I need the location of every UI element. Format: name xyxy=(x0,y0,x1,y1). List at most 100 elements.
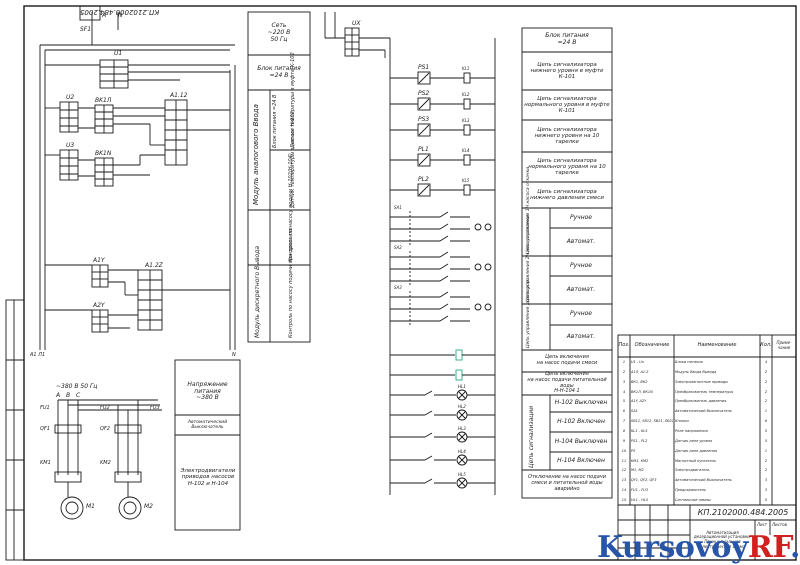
relay-label-4: PL1 xyxy=(418,146,429,153)
motor-m1: M1 xyxy=(86,503,95,510)
spec-cell: Автоматический Выключатель xyxy=(675,478,732,483)
starter-km1: KM1 xyxy=(40,460,51,466)
rt-row-3: Цепь сигнализатора нижнего уровня на 10 … xyxy=(534,126,600,146)
bm-motors: Электродвигатели приводов насосов Н-102 … xyxy=(180,468,236,487)
spec-cell: 2 xyxy=(764,369,768,374)
fuse-fu1: FU1 xyxy=(40,405,50,411)
relay-label-2: PS2 xyxy=(418,90,429,97)
sa-contact xyxy=(439,211,449,218)
spec-cell: ВК1, ВК2 xyxy=(631,379,648,384)
lamp-cross xyxy=(458,391,466,399)
module-a1-2z: A1.2Z xyxy=(145,262,163,269)
bm-voltage: Напряжение питания ~380 В xyxy=(187,380,228,402)
sa-contact xyxy=(439,263,449,270)
spec-cell: KL1 - KL5 xyxy=(631,428,648,433)
rt-sig-row-2: Н-102 Включен xyxy=(557,417,605,425)
label-sf1: SF1 xyxy=(80,26,92,33)
module-a2y: A2Y xyxy=(93,302,105,309)
rt-mode-1-manual: Ручное xyxy=(570,213,592,221)
module-a1y: A1Y xyxy=(93,257,105,264)
spec-cell: U1 - Uх xyxy=(631,359,644,364)
spec-cell: A1Л, A1.2 xyxy=(631,369,649,374)
spec-cell: 2 xyxy=(764,389,768,394)
spec-cell: Датчик реле давления xyxy=(675,448,718,453)
rt-mode-3-manual: Ручное xyxy=(570,310,592,318)
lamp-cross xyxy=(458,433,466,441)
spec-cell: ВК1Л, ВК1N xyxy=(631,389,653,394)
table-module-analog: Модуль аналогового Ввода xyxy=(252,104,260,205)
rt-mode-group-3: Цепь управления дозатором xyxy=(526,279,531,348)
label-n-top: N xyxy=(118,12,123,19)
rt-row-4: Цепь сигнализатора нормального уровня на… xyxy=(528,157,606,177)
coil-label-5: KL5 xyxy=(462,178,470,183)
lamp-contact xyxy=(424,478,433,484)
spec-cell xyxy=(773,426,795,436)
title-sheets: Листов xyxy=(772,522,787,527)
lamp-label-2: HL2 xyxy=(458,404,466,409)
spec-cell: 8 xyxy=(622,428,626,433)
sa-coil-b xyxy=(484,223,492,231)
spec-header-cell: Приме-чание xyxy=(776,340,792,350)
rt-mode-2-auto: Автомат. xyxy=(566,285,596,293)
spec-cell xyxy=(773,387,795,397)
sa-label-1: SA1 xyxy=(394,205,402,210)
rt-row-5: Цепь сигнализатора нижнего давления смес… xyxy=(530,188,604,201)
rt-sig-block: Цепь сигнализации xyxy=(528,405,535,468)
watermark-part1: Kursovoy xyxy=(597,530,748,565)
sa-contact xyxy=(439,315,449,322)
sa-coil-b xyxy=(484,263,492,271)
sa-contact xyxy=(439,303,449,310)
spec-cell: Преобразователь давления xyxy=(675,399,727,404)
spec-cell: 2 xyxy=(764,399,768,404)
title-sheet: Лист xyxy=(757,522,768,527)
spec-cell: PS xyxy=(631,448,636,453)
rt-signal-1: Цепь включения на насос подачи смеси xyxy=(536,354,598,366)
coil-label-1: KL1 xyxy=(462,66,469,71)
bus-n-label: N xyxy=(232,352,236,358)
coil-label-3: KL3 xyxy=(462,118,470,123)
rt-sig-row-3: Н-104 Выключен xyxy=(554,437,608,445)
lamp-contact xyxy=(424,390,433,396)
lamp-cross xyxy=(458,456,466,464)
watermark-logo: KursovoyRF.ru xyxy=(597,530,800,565)
spec-cell xyxy=(773,357,795,367)
module-ux: UX xyxy=(352,20,361,27)
coil-label-2: KL2 xyxy=(462,92,470,97)
spec-cell: KM1, KM2 xyxy=(631,458,649,463)
bm-note: Автоматический Выключатель xyxy=(187,419,228,430)
sa-label-3: SA3 xyxy=(394,285,402,290)
table-net: Сеть ~220 В 50 Гц xyxy=(267,22,291,43)
spec-cell: 3 xyxy=(764,488,768,493)
motor-m2: M2 xyxy=(144,503,153,510)
spec-cell: 5 xyxy=(764,438,768,443)
breaker-qf1: QF1 xyxy=(40,426,50,432)
rt-row-1: Цепь сигнализатора нижнего уровня в муфт… xyxy=(530,61,604,81)
phase-a: A xyxy=(56,392,61,399)
watermark-part3: .ru xyxy=(790,530,800,565)
spec-cell: PS1 - PL2 xyxy=(631,438,648,443)
relay-coil xyxy=(463,154,471,166)
spec-cell: 1 xyxy=(764,409,768,414)
phase-b: B xyxy=(66,392,71,399)
spec-cell: 12 xyxy=(621,468,627,473)
module-u2: U2 xyxy=(66,94,75,101)
label-a-top: A xyxy=(102,12,107,19)
spec-cell xyxy=(773,396,795,406)
spec-cell: Электродвигатель xyxy=(675,468,710,473)
spec-cell xyxy=(773,377,795,387)
spec-header-cell: Наименование xyxy=(697,342,737,349)
rt-last-row: Отключение на насос подачи смеси и питат… xyxy=(528,474,606,492)
spec-cell: 1 xyxy=(622,359,626,364)
phase-c: C xyxy=(76,392,81,399)
spec-cell xyxy=(773,436,795,446)
module-u3: U3 xyxy=(66,142,75,149)
spec-cell: 3 xyxy=(622,379,626,384)
module-a1-12: A1.12 xyxy=(170,92,188,99)
rt-sig-row-4: Н-104 Включен xyxy=(557,456,605,464)
sa-contact xyxy=(439,291,449,298)
title-code: КП.2102000.484.2005 xyxy=(697,507,789,517)
bus-a1-label: A1 Л1 xyxy=(30,352,46,358)
relay-coil xyxy=(463,72,471,84)
fuse-fu2: FU2 xyxy=(100,405,110,411)
lamp-label-3: HL3 xyxy=(458,426,466,431)
